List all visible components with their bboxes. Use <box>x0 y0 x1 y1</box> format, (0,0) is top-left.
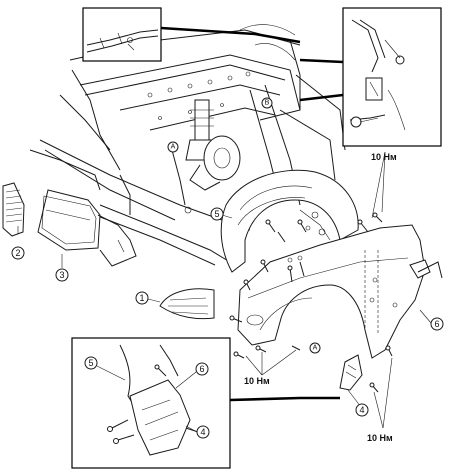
leader-lines <box>160 26 344 402</box>
part-wheel-liner <box>220 169 359 273</box>
callout-1-label: 1 <box>139 293 144 303</box>
callout-4-inset-label: 4 <box>200 427 205 437</box>
callout-5-inset: 5 <box>84 356 98 370</box>
torque-label-lower-left: 10 Нм <box>244 376 270 386</box>
callout-2-label: 2 <box>15 248 20 258</box>
torque-pointers <box>17 151 432 429</box>
bolts <box>229 212 393 393</box>
callout-4-main: 4 <box>355 403 369 417</box>
callout-4-inset: 4 <box>196 425 210 439</box>
part-fender <box>237 224 443 359</box>
part-grille <box>2 182 25 237</box>
torque-label-lower-right: 10 Нм <box>367 433 393 443</box>
member-holes <box>147 71 251 120</box>
callout-6-inset: 6 <box>195 362 209 376</box>
marker-a-upper-label: A <box>171 144 176 151</box>
inset-top-left <box>82 7 162 62</box>
part-headlamp <box>37 189 137 267</box>
marker-b-label: B <box>265 100 270 107</box>
callout-1: 1 <box>135 291 149 305</box>
callout-5-main: 5 <box>210 207 224 221</box>
marker-a-lower-label: A <box>313 345 318 352</box>
brake-hub <box>189 135 241 191</box>
callout-3-label: 3 <box>59 270 64 280</box>
callout-6-inset-label: 6 <box>199 364 204 374</box>
vehicle-body-frame <box>29 24 346 266</box>
callout-2: 2 <box>11 246 25 260</box>
callout-5-main-label: 5 <box>214 209 219 219</box>
callout-5-inset-label: 5 <box>88 358 93 368</box>
callout-3: 3 <box>55 268 69 282</box>
marker-a-upper: A <box>167 141 179 153</box>
marker-a-lower: A <box>309 342 321 354</box>
inset-bottom-left <box>71 337 231 469</box>
callout-4-main-label: 4 <box>359 405 364 415</box>
part-mudflap-main <box>339 354 363 391</box>
marker-b: B <box>261 97 273 109</box>
torque-label-upper-right: 10 Нм <box>371 152 397 162</box>
callout-6-main: 6 <box>430 317 444 331</box>
part-side-marker <box>159 288 215 320</box>
callout-6-main-label: 6 <box>434 319 439 329</box>
inset-top-right <box>342 7 442 147</box>
